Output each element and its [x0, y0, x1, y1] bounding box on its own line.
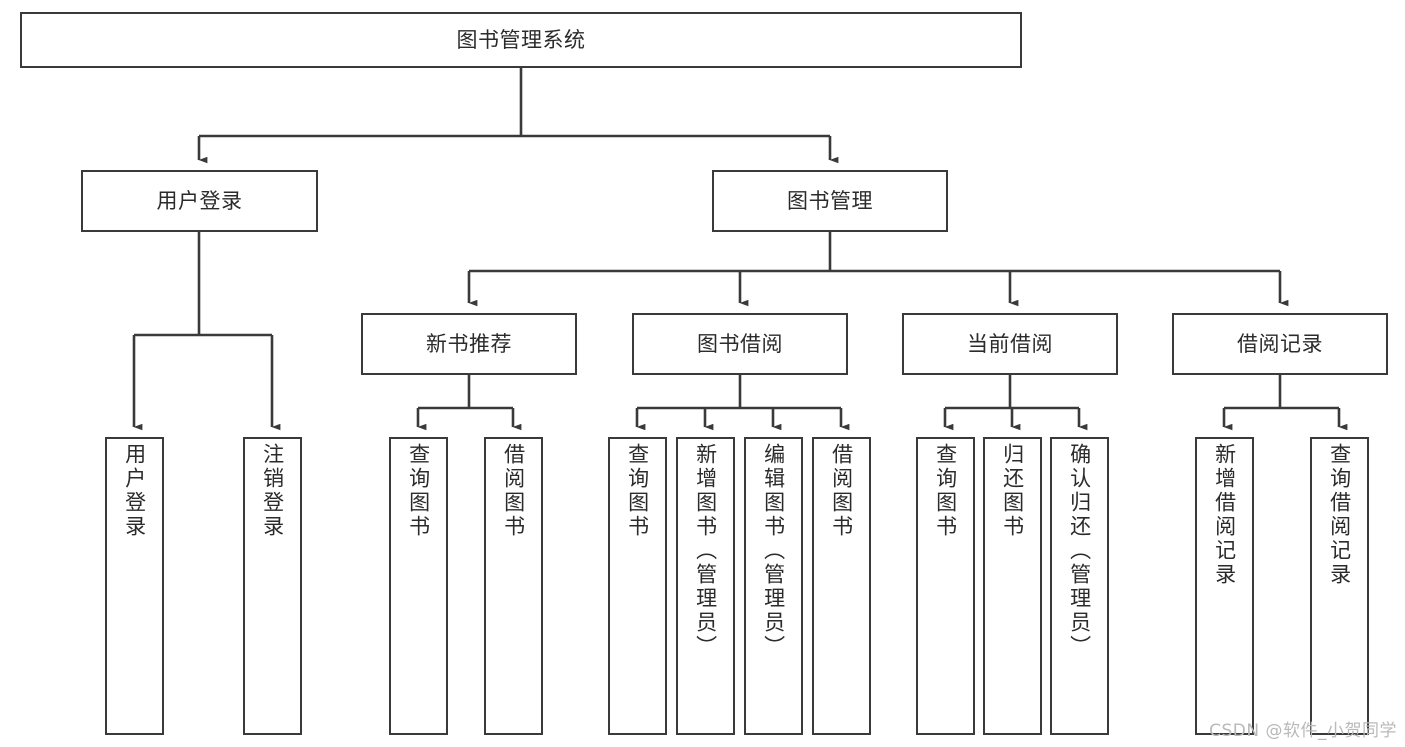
node-leaf-edit-book[interactable]: 编辑图书（管理员）: [744, 437, 803, 735]
node-leaf-add-book-label: 新增图书（管理员）: [693, 443, 718, 659]
node-leaf-add-record[interactable]: 新增借阅记录: [1195, 437, 1254, 735]
node-leaf-borrow-book-2-label: 借阅图书: [829, 443, 854, 539]
node-book-borrow[interactable]: 图书借阅: [632, 313, 848, 375]
node-book-borrow-label: 图书借阅: [697, 331, 783, 356]
node-leaf-query-record-label: 查询借阅记录: [1327, 443, 1352, 587]
node-leaf-query-book-3[interactable]: 查询图书: [916, 437, 975, 735]
node-new-book-rec[interactable]: 新书推荐: [361, 313, 577, 375]
node-current-borrow[interactable]: 当前借阅: [902, 313, 1118, 375]
node-leaf-borrow-book-1-label: 借阅图书: [501, 443, 526, 539]
node-book-manage[interactable]: 图书管理: [712, 170, 948, 232]
node-leaf-confirm-return[interactable]: 确认归还（管理员）: [1050, 437, 1109, 735]
node-leaf-return-book-label: 归还图书: [1000, 443, 1025, 539]
node-leaf-borrow-book-1[interactable]: 借阅图书: [484, 437, 543, 735]
node-borrow-record-label: 借阅记录: [1237, 331, 1323, 356]
node-leaf-query-book-1[interactable]: 查询图书: [389, 437, 448, 735]
node-leaf-user-login-label: 用户登录: [122, 443, 147, 539]
node-leaf-user-login[interactable]: 用户登录: [105, 437, 164, 735]
node-book-manage-label: 图书管理: [787, 188, 873, 213]
node-root-label: 图书管理系统: [456, 27, 586, 52]
node-leaf-edit-book-label: 编辑图书（管理员）: [761, 443, 786, 659]
node-user-login-label: 用户登录: [156, 188, 243, 213]
node-root[interactable]: 图书管理系统: [20, 12, 1022, 68]
node-leaf-logout-label: 注销登录: [260, 443, 285, 539]
watermark-text: CSDN @软件_小贺同学: [1209, 721, 1397, 741]
node-leaf-query-book-1-label: 查询图书: [406, 443, 431, 539]
node-leaf-query-book-3-label: 查询图书: [933, 443, 958, 539]
node-leaf-logout[interactable]: 注销登录: [243, 437, 302, 735]
node-leaf-query-book-2[interactable]: 查询图书: [608, 437, 667, 735]
node-leaf-confirm-return-label: 确认归还（管理员）: [1067, 443, 1092, 659]
node-new-book-rec-label: 新书推荐: [426, 331, 512, 356]
node-leaf-add-book[interactable]: 新增图书（管理员）: [676, 437, 735, 735]
node-borrow-record[interactable]: 借阅记录: [1172, 313, 1388, 375]
node-leaf-query-book-2-label: 查询图书: [625, 443, 650, 539]
node-leaf-add-record-label: 新增借阅记录: [1212, 443, 1237, 587]
node-leaf-borrow-book-2[interactable]: 借阅图书: [812, 437, 871, 735]
node-current-borrow-label: 当前借阅: [967, 331, 1053, 356]
node-leaf-return-book[interactable]: 归还图书: [983, 437, 1042, 735]
node-user-login[interactable]: 用户登录: [81, 170, 318, 232]
node-leaf-query-record[interactable]: 查询借阅记录: [1310, 437, 1369, 735]
